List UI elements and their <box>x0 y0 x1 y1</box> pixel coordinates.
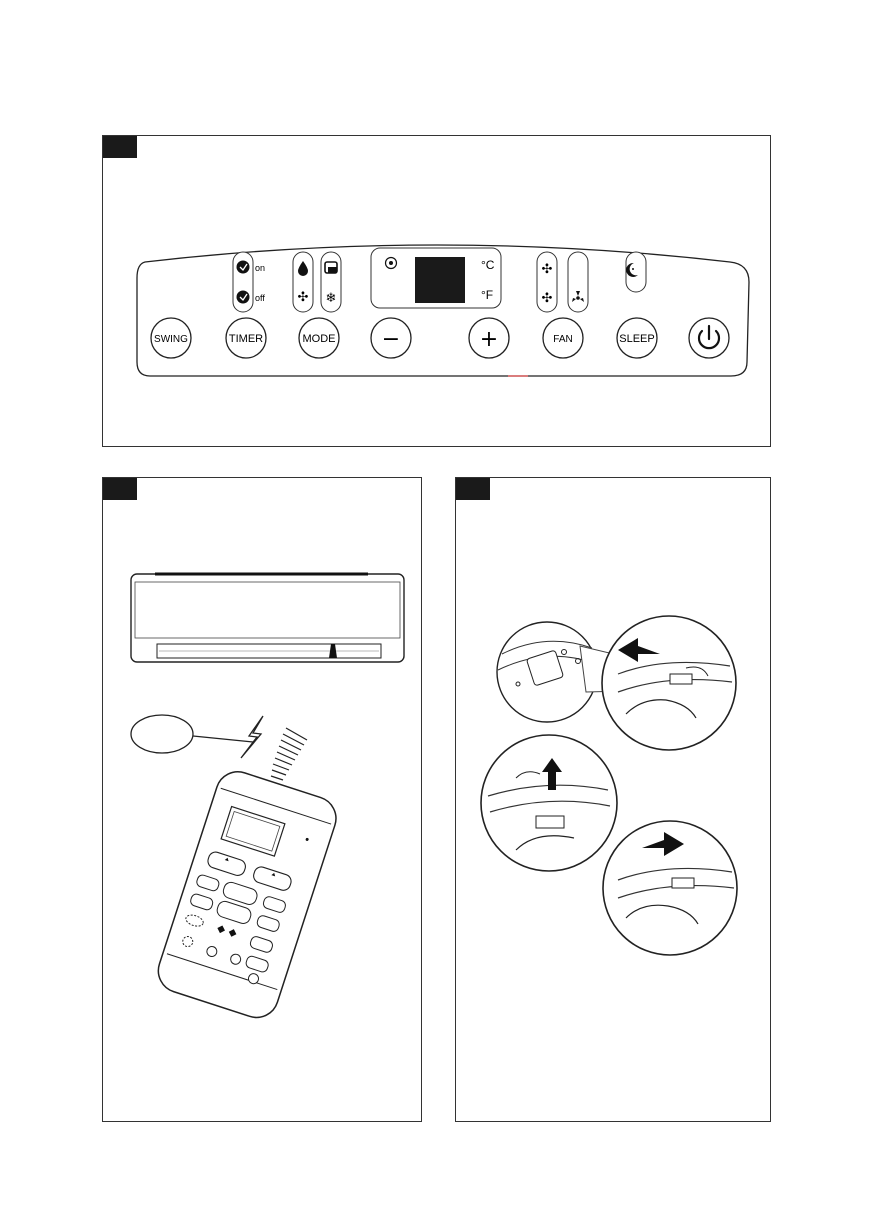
mode-button-label: MODE <box>303 333 336 345</box>
timer-button-label: TIMER <box>229 333 263 345</box>
fan-button[interactable]: FAN <box>543 318 583 358</box>
plus-button-label: + <box>480 327 498 352</box>
power-button[interactable] <box>689 318 729 358</box>
timer-off-label: off <box>255 293 265 303</box>
control-panel-drawing: on off ✣ ❄ °C °F <box>103 136 772 448</box>
snowflake-icon: ❄ <box>326 291 337 306</box>
clock-icon <box>237 261 250 274</box>
panel-remote-operation <box>102 477 422 1122</box>
remote-control <box>153 766 342 1023</box>
fan-icon: ✣ <box>298 290 309 305</box>
sleep-indicator <box>626 252 646 292</box>
unit-celsius: °C <box>481 258 495 272</box>
display-window: °C °F <box>371 248 501 308</box>
temperature-display <box>415 257 465 303</box>
minus-button[interactable]: − <box>371 318 411 358</box>
step-lift-cover <box>481 735 617 871</box>
fan-button-label: FAN <box>553 334 572 345</box>
step-slide-close <box>603 821 737 955</box>
callout-line <box>193 736 253 742</box>
fan-icon: ✣ <box>542 291 553 306</box>
battery-steps-drawing <box>456 478 772 1123</box>
infrared-waves <box>271 728 307 780</box>
detail-circle <box>497 622 597 722</box>
timer-button[interactable]: TIMER <box>226 318 266 358</box>
clock-icon <box>237 291 250 304</box>
sleep-button[interactable]: SLEEP <box>617 318 657 358</box>
fan-icon: ✣ <box>542 262 553 277</box>
timer-on-label: on <box>255 263 265 273</box>
swing-button-label: SWING <box>154 334 188 345</box>
mode-button[interactable]: MODE <box>299 318 339 358</box>
swing-button[interactable]: SWING <box>151 318 191 358</box>
minus-button-label: − <box>382 327 400 352</box>
unit-fahrenheit: °F <box>481 288 493 302</box>
panel-battery-steps <box>455 477 771 1122</box>
sleep-button-label: SLEEP <box>619 333 654 345</box>
indoor-unit <box>131 574 404 662</box>
signal-icon <box>241 716 263 758</box>
callout-bubble <box>131 715 193 753</box>
panel-control: on off ✣ ❄ °C °F <box>102 135 771 447</box>
plus-button[interactable]: + <box>469 318 509 358</box>
remote-operation-drawing <box>103 478 423 1123</box>
step-slide-open <box>602 616 736 750</box>
